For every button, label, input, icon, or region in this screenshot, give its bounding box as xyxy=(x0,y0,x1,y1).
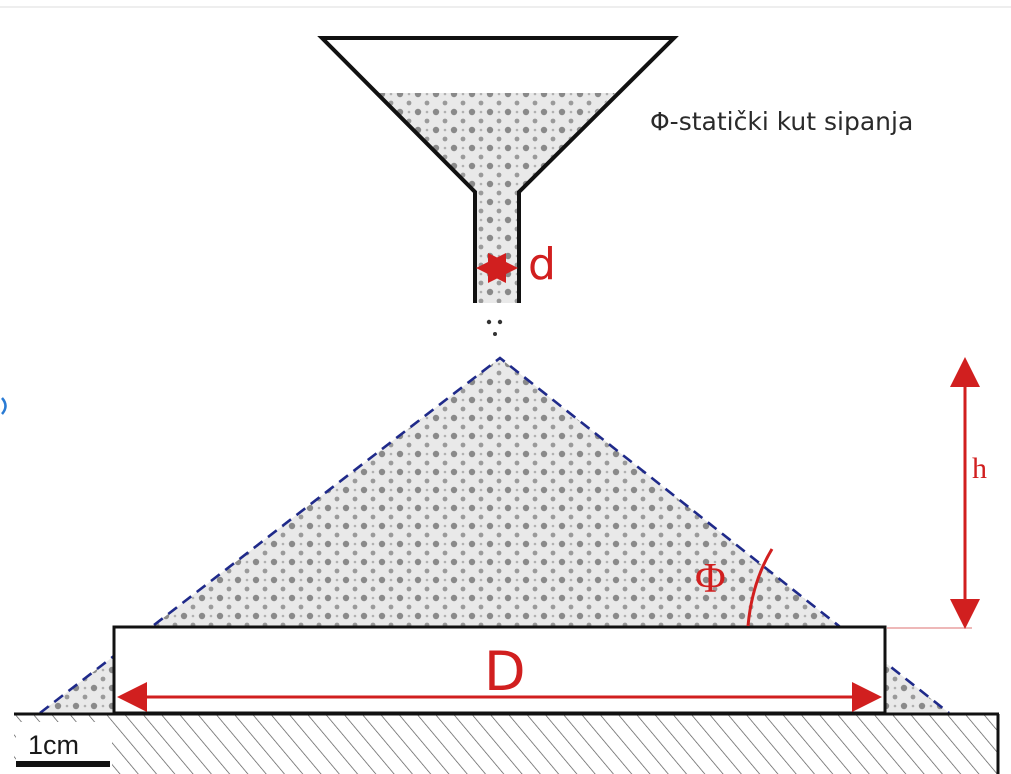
sand-pile xyxy=(39,356,950,715)
ground-hatch xyxy=(14,714,999,774)
ground xyxy=(14,712,1000,774)
caption: Φ-statički kut sipanja xyxy=(650,107,913,136)
pile-dashed-outline xyxy=(39,356,950,715)
scale-bar-label: 1cm xyxy=(28,730,79,760)
dimension-d: d xyxy=(476,239,556,290)
scale-bar: 1cm xyxy=(16,730,110,767)
falling-grains xyxy=(486,319,503,336)
dimension-h: h xyxy=(887,357,987,629)
phi-label: Φ xyxy=(695,556,726,602)
funnel-outline xyxy=(317,36,679,303)
d-label: d xyxy=(528,239,556,290)
pile-body xyxy=(40,358,949,713)
D-label: D xyxy=(484,640,526,703)
funnel-sand xyxy=(378,93,615,303)
angle-phi: Φ xyxy=(695,548,774,627)
h-label: h xyxy=(972,452,987,485)
edge-mark xyxy=(1,397,7,415)
phi-arc xyxy=(746,548,774,627)
dimension-D: D xyxy=(117,640,882,712)
funnel xyxy=(317,36,679,303)
